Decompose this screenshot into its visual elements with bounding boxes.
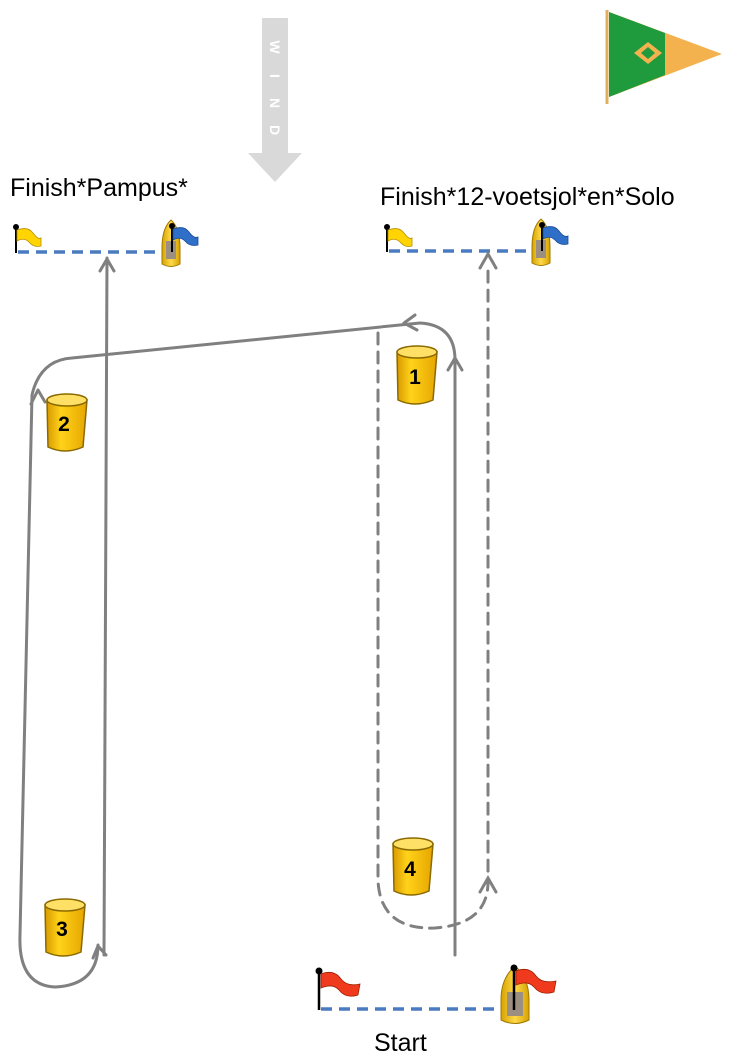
blue-flag-icon: [169, 223, 199, 252]
red-flag-icon: [510, 964, 557, 1010]
wind-arrow: W I N D: [248, 18, 302, 182]
wind-letter-w: W: [267, 40, 283, 54]
mark-3-buoy: 3: [44, 898, 86, 957]
finish-12-voetsjol-label: Finish*12-voetsjol*en*Solo: [380, 183, 675, 211]
wind-letter-i: I: [267, 74, 283, 78]
wind-letter-d: D: [267, 125, 283, 135]
mark-1-number: 1: [409, 366, 421, 389]
yellow-flag-icon: [13, 224, 42, 253]
yellow-flag-icon: [384, 224, 413, 252]
wind-letter-n: N: [267, 98, 283, 108]
mark-4-number: 4: [404, 858, 416, 881]
finish-line-pampus: [13, 219, 199, 267]
mark-1-buoy: 1: [396, 345, 438, 405]
mark-2-number: 2: [58, 413, 70, 436]
red-flag-icon: [315, 967, 361, 1010]
start-label: Start: [374, 1029, 427, 1057]
finish-line-12-voetsjol: [384, 218, 569, 266]
mark-2-buoy: 2: [46, 393, 88, 452]
course-12-voetsjol: [376, 250, 498, 930]
start-line: [315, 964, 557, 1024]
blue-flag-icon: [539, 222, 569, 251]
course-pampus: [18, 256, 464, 989]
mark-3-number: 3: [56, 918, 68, 941]
club-burgee-icon: [605, 10, 722, 104]
mark-4-buoy: 4: [392, 837, 434, 896]
finish-pampus-label: Finish*Pampus*: [10, 174, 188, 202]
